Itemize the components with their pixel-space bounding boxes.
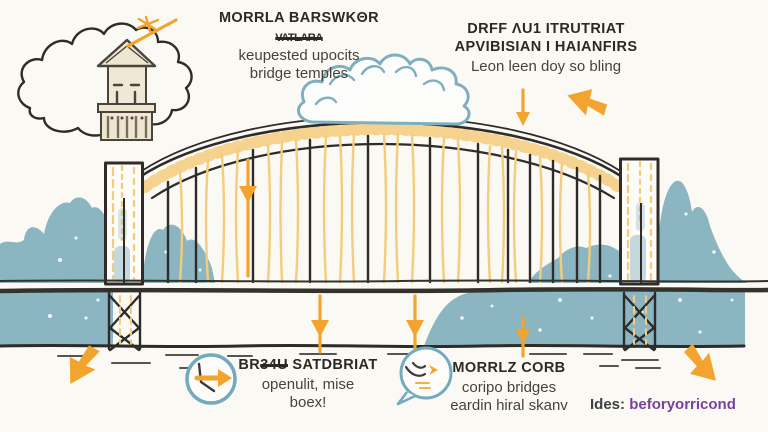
- annotation-bottom-right: Ides: beforyorricond: [590, 396, 768, 414]
- annotation-title: DRFF ΛU1 ITRUTRIAT: [467, 21, 625, 37]
- chunky-arrow-icons: [69, 89, 717, 385]
- annotation-line: openulit, mise: [261, 376, 355, 394]
- annotation-title: APVIBISIAN I HAIANFIRS: [454, 39, 638, 56]
- annotation-title: BR34U SATDBRIAT: [238, 357, 378, 373]
- bridge-towers: [104, 157, 660, 286]
- annotation-title: MORRLZ CORB: [452, 360, 566, 376]
- cloud-temple-icon: [17, 15, 193, 141]
- chunky-arrow-bottom-left: [69, 345, 100, 385]
- struck-text: 34U: [260, 357, 288, 373]
- hanger-scribbles: [178, 132, 592, 284]
- bridge-hangers: [166, 134, 602, 284]
- annotation-title: MORRLA BARSWKΘR: [218, 10, 380, 26]
- annotation-line: eardin hiral skanv: [450, 396, 568, 414]
- annotation-line: bridge temples: [249, 64, 349, 82]
- chunky-arrow-bottom-right: [684, 343, 717, 381]
- annotation-line: Leon leen doy so bling: [470, 58, 622, 76]
- bridge-piers: [107, 291, 657, 352]
- ides-value: beforyorricond: [629, 396, 736, 413]
- annotation-top-right: DRFF ΛU1 ITRUTRIAT APVIBISIAN I HAIANFIR…: [436, 21, 656, 76]
- bridge-deck: [0, 279, 768, 294]
- down-arrow-icons: [239, 88, 530, 358]
- bridge-arch: [136, 115, 626, 200]
- annotation-bottom-middle: MORRLZ CORB coripo bridges eardin hiral …: [425, 360, 593, 414]
- waterline: [0, 343, 746, 369]
- annotation-line: coripo bridges: [461, 379, 557, 397]
- annotation-top-left: MORRLA BARSWKΘR VATLARA keupested upocit…: [203, 10, 395, 82]
- scribbled-word: VATLARA: [275, 32, 323, 45]
- speech-bubble-circle-icon: [396, 346, 453, 406]
- temple-tower-icon: [96, 38, 157, 141]
- forward-arrow-circle-icon: [185, 353, 237, 405]
- hills-and-water: [0, 180, 747, 346]
- annotation-line: keupested upocits: [238, 47, 360, 65]
- scribble-arrow-icon: [567, 89, 608, 116]
- annotation-line: boex!: [289, 393, 327, 411]
- annotation-bottom-left: BR34U SATDBRIAT openulit, mise boex!: [223, 357, 393, 411]
- ides-label: Ides:: [590, 396, 626, 413]
- cloud-icon: [296, 53, 471, 126]
- lightning-bolt-icon: [126, 15, 178, 48]
